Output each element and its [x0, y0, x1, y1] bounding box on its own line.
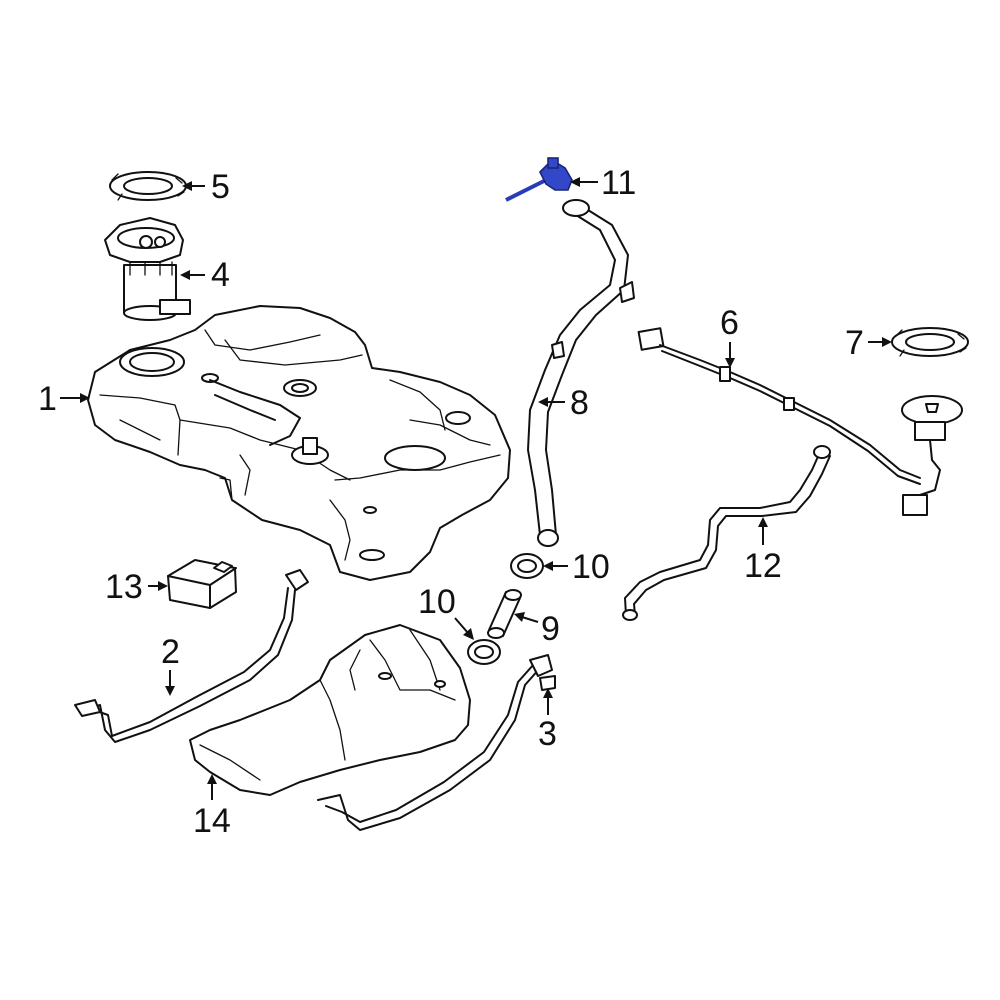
fuel-tank-part-1[interactable]	[87, 305, 511, 581]
callout-7: 7	[845, 324, 864, 362]
callout-9: 9	[541, 610, 560, 648]
callout-13: 13	[105, 568, 143, 606]
fuel-cap-part-11[interactable]	[505, 157, 573, 202]
callout-arrow-3	[543, 688, 553, 715]
callout-arrow-5	[182, 181, 205, 191]
lock-ring-part-5[interactable]	[109, 171, 187, 201]
callout-4: 4	[211, 256, 230, 294]
callout-arrow-13	[148, 581, 168, 591]
seal-ring-part-10-upper[interactable]	[510, 553, 544, 579]
callout-6: 6	[720, 304, 739, 342]
callout-2: 2	[161, 633, 180, 671]
lock-ring-part-7[interactable]	[891, 327, 969, 357]
callout-arrow-12	[758, 517, 768, 545]
callout-11: 11	[601, 164, 636, 202]
callout-arrow-7	[868, 337, 892, 347]
strap-part-2[interactable]	[74, 569, 309, 743]
callout-14: 14	[193, 802, 231, 840]
callout-arrow-6	[725, 342, 735, 368]
callout-arrow-10-lower	[454, 617, 474, 640]
hose-part-9[interactable]	[487, 589, 522, 639]
callout-10-lower: 10	[418, 583, 456, 621]
callout-12: 12	[744, 547, 782, 585]
callout-arrow-14	[207, 774, 217, 800]
fuel-sender-part-6[interactable]	[637, 327, 963, 516]
callout-arrow-11	[570, 177, 598, 187]
filler-neck-part-8[interactable]	[527, 199, 635, 547]
callout-5: 5	[211, 168, 230, 206]
module-part-13[interactable]	[167, 559, 237, 609]
callout-arrow-1	[60, 393, 90, 403]
strap-part-3[interactable]	[317, 654, 556, 831]
callout-arrow-10-upper	[543, 561, 568, 571]
callout-arrow-2	[165, 670, 175, 696]
vent-tube-part-12[interactable]	[622, 445, 831, 621]
heat-shield-part-14[interactable]	[189, 624, 471, 796]
callout-8: 8	[570, 384, 589, 422]
callout-1: 1	[38, 380, 57, 418]
fuel-pump-part-4[interactable]	[104, 217, 191, 321]
callout-arrow-9	[514, 612, 539, 623]
callout-10-upper: 10	[572, 548, 610, 586]
callout-arrow-8	[538, 397, 565, 407]
callout-arrow-4	[180, 270, 205, 280]
callout-3: 3	[538, 715, 557, 753]
seal-ring-part-10-lower[interactable]	[467, 639, 501, 665]
